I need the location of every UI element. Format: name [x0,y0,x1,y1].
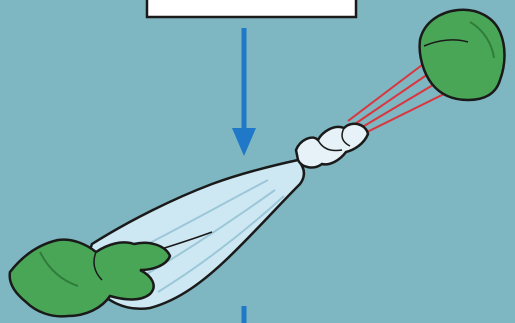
top-box [147,0,356,17]
